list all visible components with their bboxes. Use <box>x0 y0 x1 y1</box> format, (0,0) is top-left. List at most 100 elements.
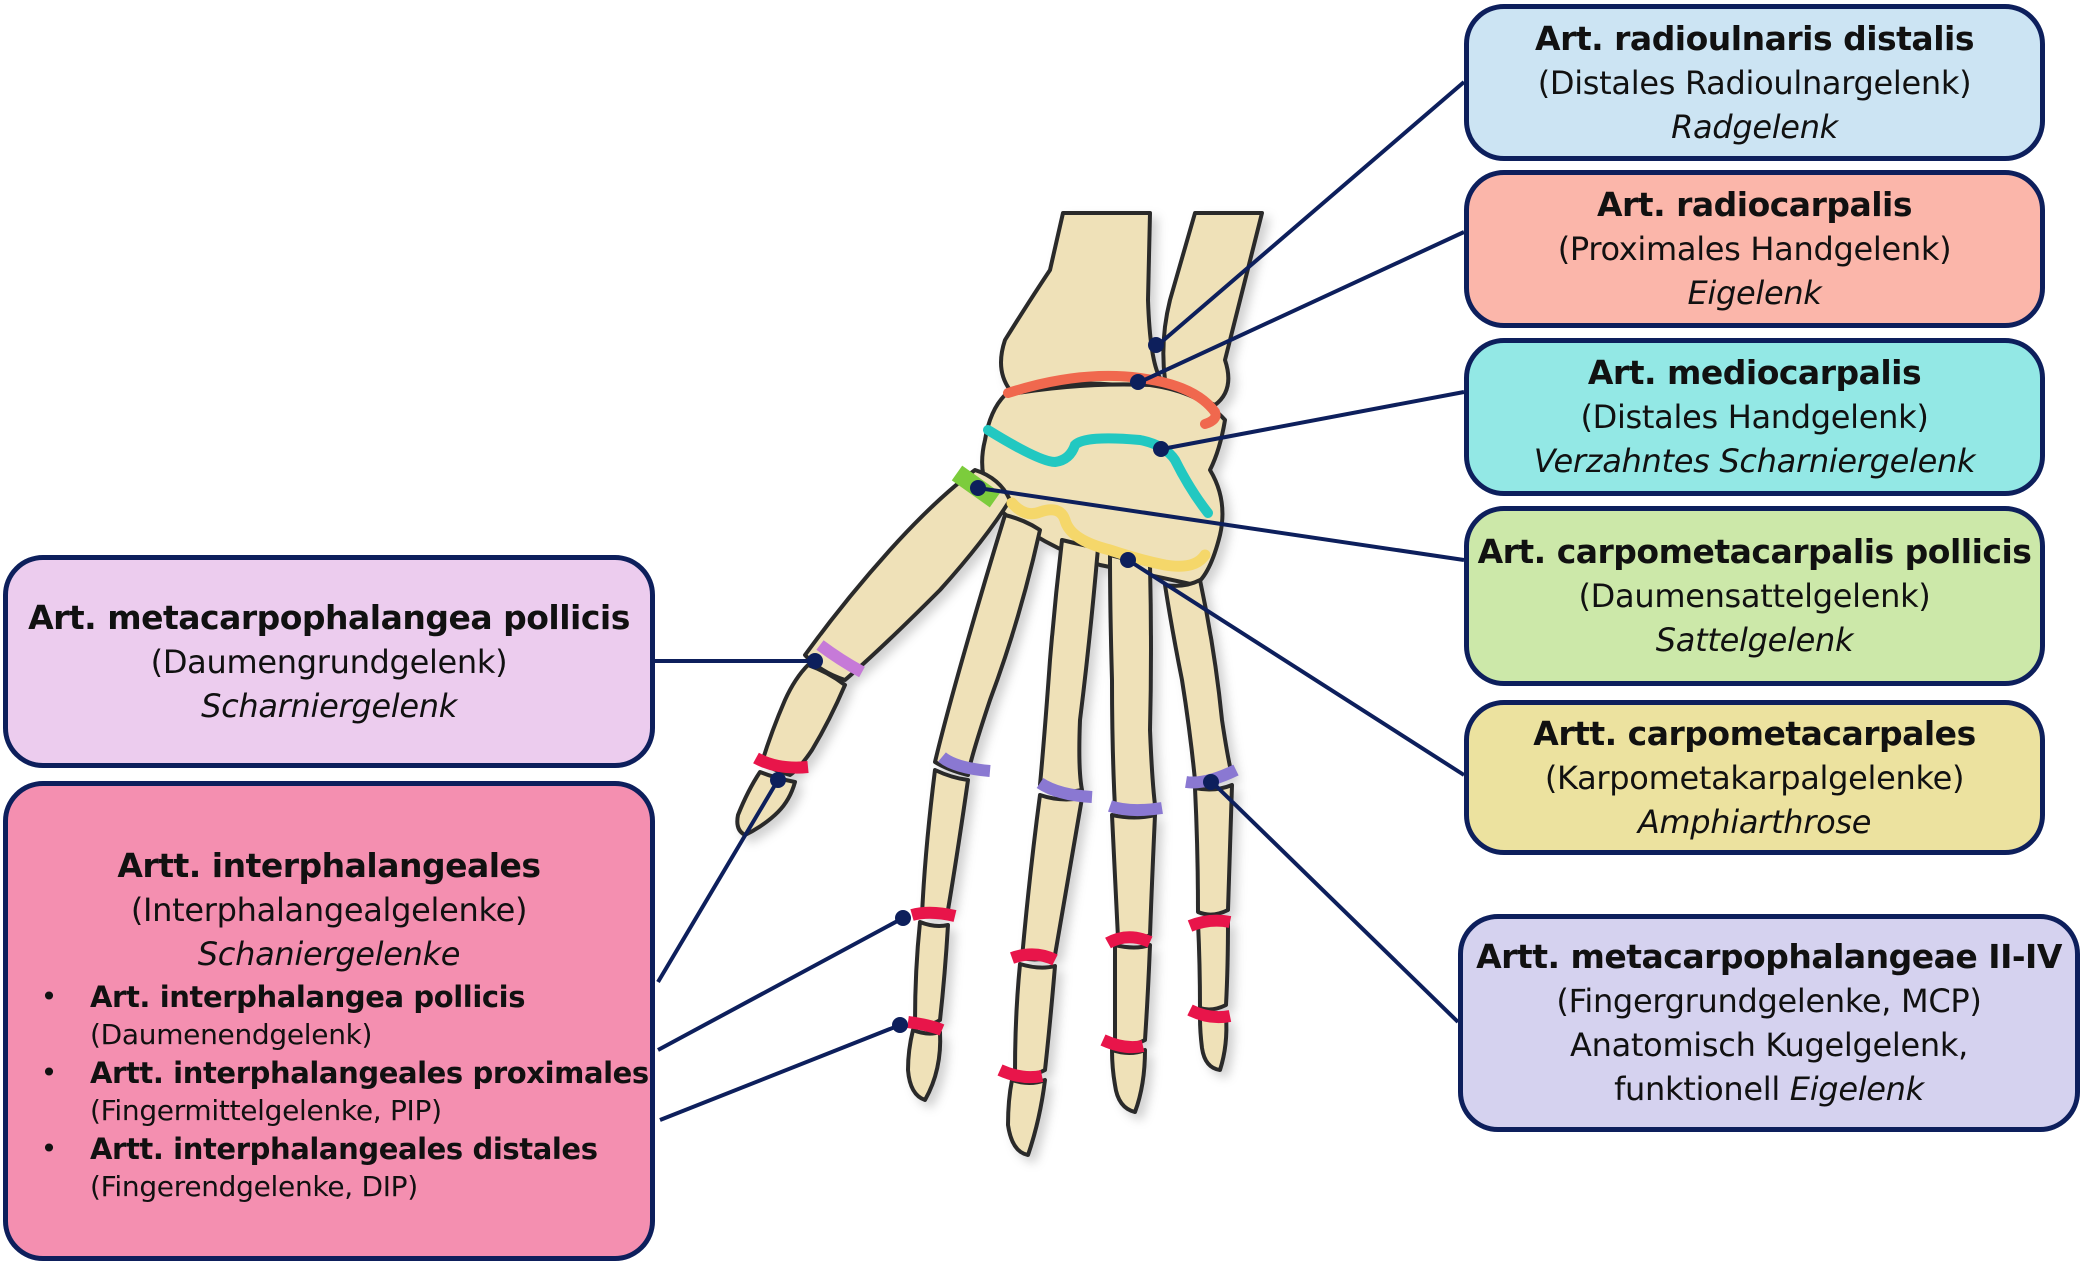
list-item-title: Artt. interphalangeales distales <box>90 1132 598 1166</box>
label-box-mcp-joints: Artt. metacarpophalangeae II-IV (Fingerg… <box>1458 914 2080 1132</box>
box-anatomical-type: Anatomisch Kugelgelenk, <box>1570 1026 1968 1064</box>
box-title: Art. radiocarpalis <box>1596 185 1913 224</box>
box-joint-type: Verzahntes Scharniergelenk <box>1533 442 1976 480</box>
bullet-icon: • <box>40 980 58 1013</box>
index-middle-phalanx <box>913 920 950 1027</box>
box-joint-type: Radgelenk <box>1671 107 1838 146</box>
box-joint-type: Scharniergelenk <box>201 686 457 725</box>
list-item-subtitle: (Fingermittelgelenke, PIP) <box>90 1094 442 1127</box>
little-middle-phalanx <box>1196 918 1230 1012</box>
box-functional-type: funktionell Eigelenk <box>1614 1067 1924 1111</box>
middle-middle-phalanx <box>1013 962 1057 1077</box>
box-subtitle: (Interphalangealgelenke) <box>130 891 528 929</box>
list-item: • Art. interphalangea pollicis (Daumenen… <box>8 978 650 1054</box>
joint-mcp-index-marker <box>938 752 991 777</box>
bullet-icon: • <box>40 1132 58 1165</box>
leader-dot-cmc-pollicis <box>970 480 986 496</box>
leader-line-cmc-pollicis <box>977 486 1465 562</box>
label-box-cmc-pollicis-joint: Art. carpometacarpalis pollicis (Daumens… <box>1464 506 2045 686</box>
label-box-radiocarpal-joint: Art. radiocarpalis (Proximales Handgelen… <box>1464 170 2045 328</box>
label-box-cmc-joints: Artt. carpometacarpales (Karpometakarpal… <box>1464 700 2045 855</box>
box-joint-type: Amphiarthrose <box>1637 802 1872 841</box>
radius-bone <box>999 211 1162 392</box>
list-item-subtitle: (Daumenendgelenk) <box>90 1018 373 1051</box>
joint-dip-ring-marker <box>1100 1034 1145 1054</box>
label-box-mediocarpal-joint: Art. mediocarpalis (Distales Handgelenk)… <box>1464 338 2045 496</box>
index-proximal-phalanx <box>920 768 970 918</box>
leader-dot-mcp <box>1203 774 1219 790</box>
little-distal-phalanx <box>1198 1014 1229 1072</box>
list-item-subtitle: (Fingerendgelenke, DIP) <box>90 1170 418 1203</box>
box-subtitle: (Distales Radioulnargelenk) <box>1537 63 1972 102</box>
box-subtitle: (Karpometakarpalgelenke) <box>1544 758 1965 797</box>
box-subtitle: (Distales Handgelenk) <box>1580 398 1929 436</box>
functional-prefix: funktionell <box>1614 1070 1790 1108</box>
leader-line-dip <box>659 1023 901 1122</box>
index-metacarpal <box>933 513 1042 777</box>
little-metacarpal <box>1163 578 1234 783</box>
middle-metacarpal <box>1038 538 1100 794</box>
ring-proximal-phalanx <box>1110 813 1157 942</box>
box-subtitle: (Proximales Handgelenk) <box>1557 230 1952 268</box>
thumb-metacarpal <box>803 468 1012 682</box>
joint-pip-ring-marker <box>1105 931 1153 949</box>
functional-type: Eigelenk <box>1789 1070 1924 1108</box>
ring-middle-phalanx <box>1112 943 1152 1047</box>
list-item: • Artt. interphalangeales proximales (Fi… <box>8 1054 650 1130</box>
box-title: Artt. interphalangeales <box>117 846 541 885</box>
joint-cmc-marker <box>1006 497 1211 572</box>
joint-dip-middle-marker <box>997 1064 1044 1084</box>
box-title: Art. carpometacarpalis pollicis <box>1477 532 2032 571</box>
ring-metacarpal <box>1108 553 1157 812</box>
little-proximal-phalanx <box>1193 783 1234 917</box>
thumb-proximal-phalanx <box>760 663 847 777</box>
list-item-title: Artt. interphalangeales proximales <box>90 1056 649 1090</box>
middle-proximal-phalanx <box>1020 793 1084 962</box>
leader-dot-mcp-pollicis <box>807 653 823 669</box>
joint-radiocarpal-marker <box>1003 370 1221 429</box>
leader-dot-radioulnar <box>1148 337 1164 353</box>
joint-mcp-ring-marker <box>1108 800 1163 817</box>
bullet-icon: • <box>40 1056 58 1089</box>
leader-dot-cmc <box>1120 552 1136 568</box>
joint-mediocarpal-marker <box>983 425 1213 518</box>
leader-line-mediocarpal <box>1161 390 1465 451</box>
ring-distal-phalanx <box>1110 1048 1147 1114</box>
label-box-radioulnar-joint: Art. radioulnaris distalis (Distales Rad… <box>1464 4 2045 161</box>
box-title: Artt. carpometacarpales <box>1533 713 1976 753</box>
box-joint-type: Sattelgelenk <box>1655 621 1854 659</box>
joint-mcp-pollicis-marker <box>816 640 865 678</box>
index-distal-phalanx <box>906 1028 943 1102</box>
box-subtitle: (Daumensattelgelenk) <box>1578 577 1931 615</box>
joint-ip-thumb-marker <box>753 752 809 774</box>
list-item-title: Art. interphalangea pollicis <box>90 980 526 1014</box>
middle-distal-phalanx <box>1006 1078 1047 1157</box>
leader-dot-dip <box>892 1017 908 1033</box>
joint-mcp-middle-marker <box>1036 777 1093 803</box>
box-joint-type: Eigelenk <box>1687 274 1822 312</box>
leader-dot-mediocarpal <box>1153 441 1169 457</box>
joint-dip-little-marker <box>1187 1004 1232 1024</box>
leader-line-pip <box>657 916 904 1052</box>
label-box-interphalangeal-joints: Artt. interphalangeales (Interphalangeal… <box>3 781 655 1261</box>
box-title: Art. radioulnaris distalis <box>1535 18 1974 58</box>
leader-line-mcp <box>1210 780 1460 1024</box>
joint-pip-middle-marker <box>1010 948 1058 966</box>
joint-pip-index-marker <box>910 906 957 922</box>
box-title: Art. metacarpophalangea pollicis <box>28 597 630 637</box>
box-title: Art. mediocarpalis <box>1587 353 1922 392</box>
leader-dot-radiocarpal <box>1130 374 1146 390</box>
leader-line-cmc <box>1126 558 1466 777</box>
label-box-mcp-pollicis-joint: Art. metacarpophalangea pollicis (Daumen… <box>3 555 655 768</box>
list-item: • Artt. interphalangeales distales (Fing… <box>8 1130 650 1206</box>
leader-line-ip-thumb <box>656 778 780 984</box>
joint-pip-little-marker <box>1187 914 1232 932</box>
joint-dip-index-marker <box>907 1016 945 1036</box>
leader-dot-pip <box>895 910 911 926</box>
leader-line-radiocarpal <box>1139 230 1465 384</box>
box-subtitle: (Daumengrundgelenk) <box>150 642 508 681</box>
box-joint-type: Schaniergelenke <box>197 935 461 973</box>
box-title: Artt. metacarpophalangeae II-IV <box>1476 937 2062 976</box>
